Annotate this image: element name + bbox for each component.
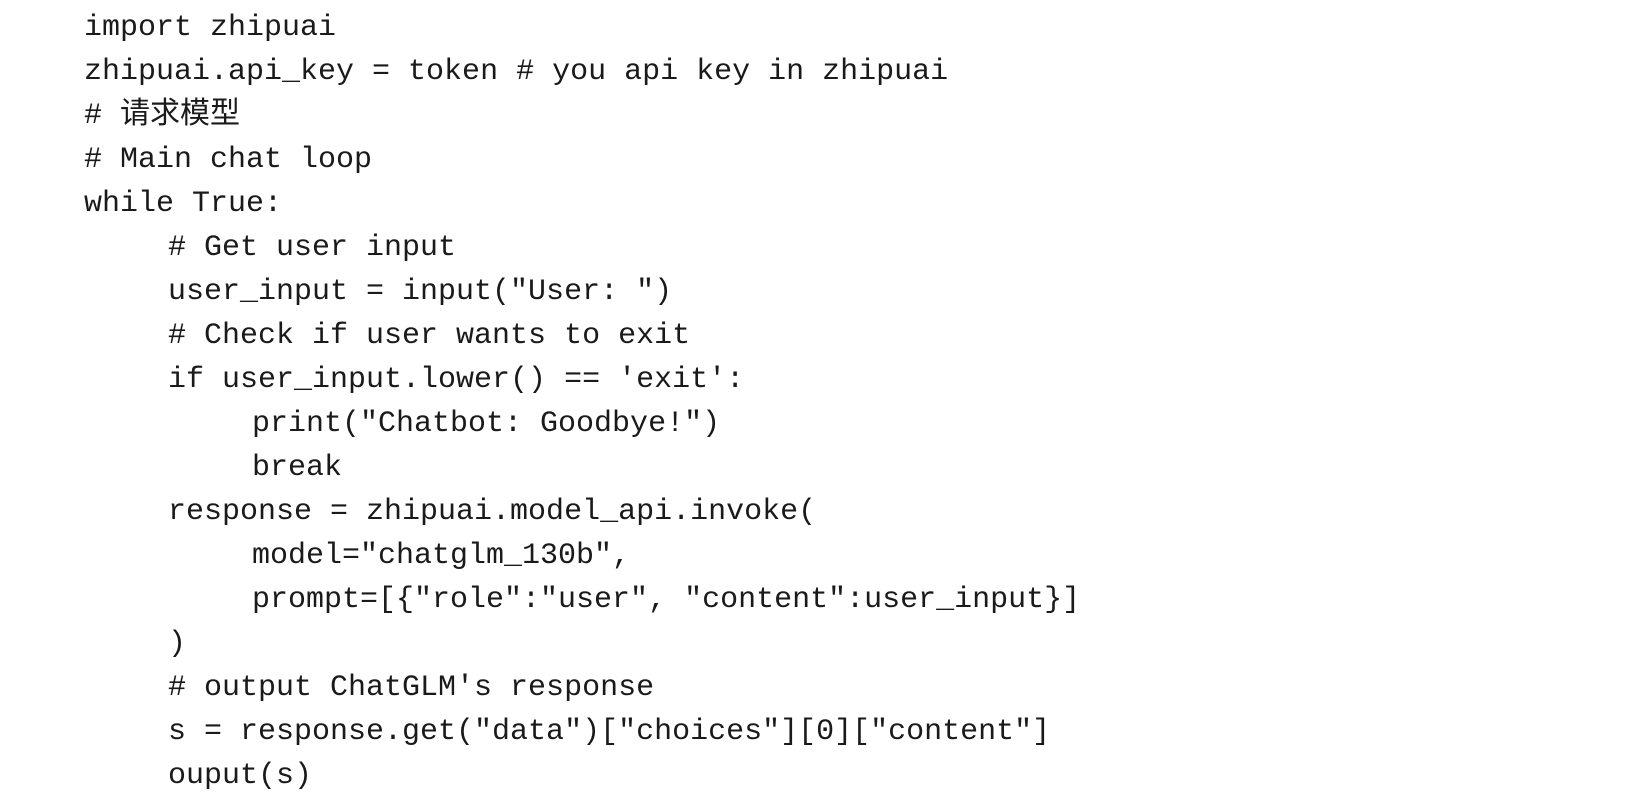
code-line: zhipuai.api_key = token # you api key in… (84, 55, 949, 89)
code-comment-line: # Check if user wants to exit (168, 319, 691, 353)
code-block: import zhipuai zhipuai.api_key = token # … (84, 6, 1080, 798)
code-comment-line: # Get user input (168, 231, 457, 265)
code-line: response = zhipuai.model_api.invoke( (168, 495, 817, 529)
code-line: while True: (84, 187, 283, 221)
code-line: user_input = input("User: ") (168, 275, 673, 309)
code-comment-line: # 请求模型 (84, 99, 241, 133)
code-line: model="chatglm_130b", (252, 539, 631, 573)
code-line: print("Chatbot: Goodbye!") (252, 407, 721, 441)
code-line: s = response.get("data")["choices"][0]["… (168, 715, 1051, 749)
code-line: prompt=[{"role":"user", "content":user_i… (252, 583, 1081, 617)
code-comment-line: # output ChatGLM's response (168, 671, 655, 705)
code-line: ) (168, 627, 187, 661)
code-line: break (252, 451, 343, 485)
code-comment-line: # Main chat loop (84, 143, 373, 177)
code-line: if user_input.lower() == 'exit': (168, 363, 745, 397)
code-line: import zhipuai (84, 11, 337, 45)
code-line: ouput(s) (168, 759, 313, 793)
